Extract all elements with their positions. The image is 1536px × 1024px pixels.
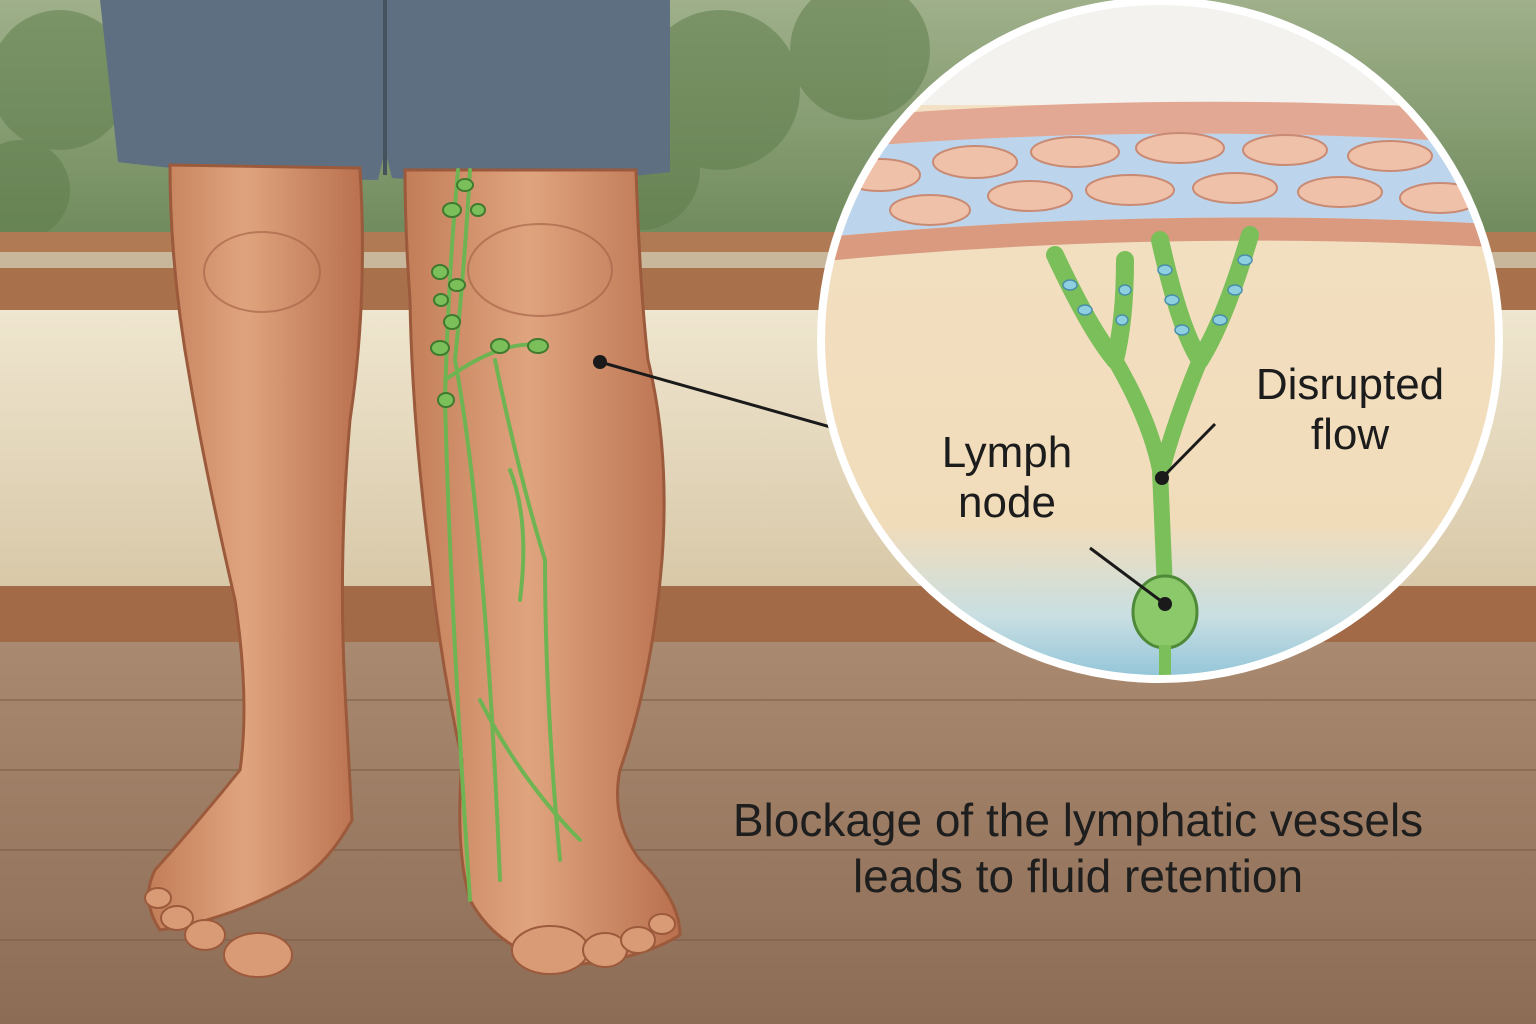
caption-line2: leads to fluid retention bbox=[852, 850, 1304, 902]
label-lymph-node-line1: Lymph bbox=[941, 428, 1073, 477]
pointer-dot-leg bbox=[593, 355, 607, 369]
capillary-fluid-cells bbox=[1062, 254, 1253, 336]
swollen-foot-toes bbox=[511, 913, 676, 975]
pointer-line-flow bbox=[1160, 422, 1217, 480]
magnified-inset bbox=[817, 0, 1503, 683]
label-disrupted-flow-line1: Disrupted bbox=[1255, 360, 1445, 409]
label-disrupted-flow-line2: flow bbox=[1310, 410, 1390, 459]
normal-leg bbox=[147, 163, 364, 932]
leg-lymph-nodes bbox=[430, 178, 549, 408]
caption-line1: Blockage of the lymphatic vessels bbox=[732, 794, 1424, 846]
normal-knee bbox=[203, 231, 321, 313]
leg-lymph-vessels bbox=[442, 168, 582, 902]
swollen-knee bbox=[467, 223, 613, 317]
caption: Blockage of the lymphatic vessels leads … bbox=[620, 792, 1536, 904]
label-lymph-node: Lymph node bbox=[902, 428, 1112, 528]
pointer-line-node bbox=[1089, 546, 1166, 606]
label-disrupted-flow: Disrupted flow bbox=[1210, 360, 1490, 460]
pointer-dot-flow bbox=[1155, 471, 1169, 485]
label-lymph-node-line2: node bbox=[958, 478, 1056, 527]
normal-foot-toes bbox=[144, 887, 293, 978]
pointer-dot-node bbox=[1158, 597, 1172, 611]
